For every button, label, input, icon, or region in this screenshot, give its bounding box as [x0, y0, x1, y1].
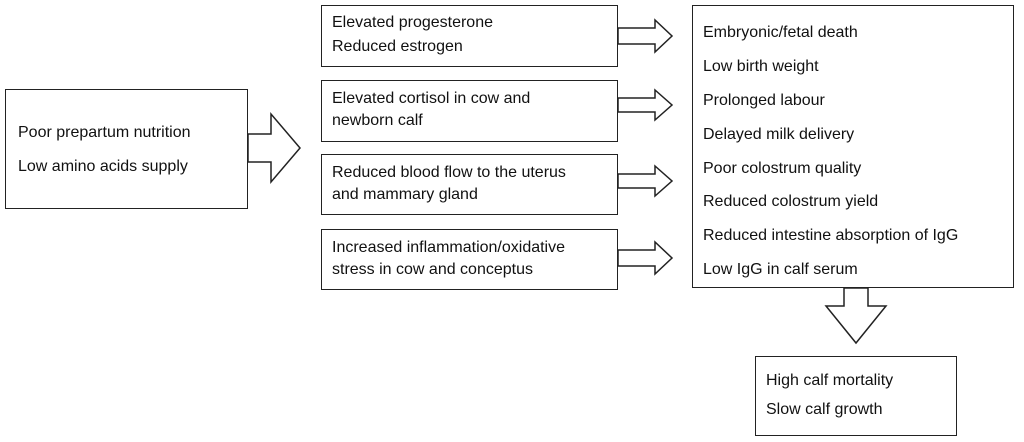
- mechanism-box-2: Elevated cortisol in cow and newborn cal…: [321, 80, 618, 142]
- outcome-box: High calf mortality Slow calf growth: [755, 356, 957, 436]
- arrow-mechanism-3: [617, 164, 674, 198]
- mechanism-box-4: Increased inflammation/oxidative stress …: [321, 229, 618, 290]
- mechanism-1-line-1: Elevated progesterone: [332, 14, 493, 31]
- mechanism-2-line-1: Elevated cortisol in cow and: [332, 90, 531, 107]
- arrow-mechanism-1: [617, 18, 674, 54]
- arrow-effects-to-outcome: [824, 287, 888, 345]
- arrow-mechanism-2: [617, 88, 674, 122]
- effects-box: Embryonic/fetal death Low birth weight P…: [692, 5, 1014, 288]
- arrow-mechanism-4: [617, 240, 674, 276]
- mechanism-2-line-2: newborn calf: [332, 112, 423, 129]
- cause-line-1: Poor prepartum nutrition: [18, 124, 191, 141]
- mechanism-1-line-2: Reduced estrogen: [332, 38, 463, 55]
- effect-item: Low birth weight: [703, 58, 819, 75]
- effect-item: Reduced colostrum yield: [703, 193, 879, 210]
- effect-item: Delayed milk delivery: [703, 126, 855, 143]
- effect-item: Prolonged labour: [703, 92, 825, 109]
- arrow-cause-to-mechanisms: [247, 111, 301, 185]
- mechanism-3-line-2: and mammary gland: [332, 186, 478, 203]
- outcome-line-2: Slow calf growth: [766, 401, 883, 418]
- outcome-line-1: High calf mortality: [766, 372, 894, 389]
- effect-item: Low IgG in calf serum: [703, 261, 858, 278]
- cause-line-2: Low amino acids supply: [18, 158, 188, 175]
- effect-item: Poor colostrum quality: [703, 160, 862, 177]
- mechanism-4-line-1: Increased inflammation/oxidative: [332, 239, 566, 256]
- mechanism-3-line-1: Reduced blood flow to the uterus: [332, 164, 566, 181]
- mechanism-4-line-2: stress in cow and conceptus: [332, 261, 533, 278]
- mechanism-box-3: Reduced blood flow to the uterus and mam…: [321, 154, 618, 215]
- effect-item: Embryonic/fetal death: [703, 24, 858, 41]
- cause-box: Poor prepartum nutrition Low amino acids…: [5, 89, 248, 209]
- effect-item: Reduced intestine absorption of IgG: [703, 227, 959, 244]
